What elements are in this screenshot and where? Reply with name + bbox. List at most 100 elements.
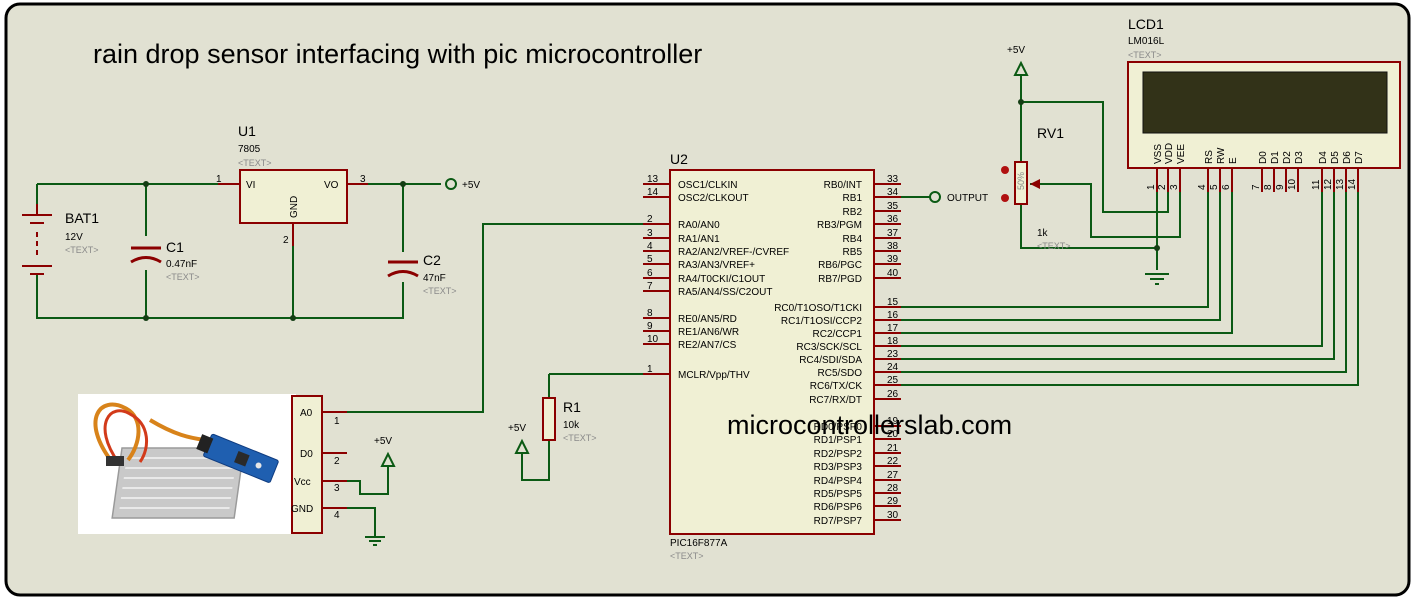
rv1-value: 1k [1037,228,1049,239]
u2-pin-number: 15 [887,297,899,308]
u2-pin-number: 14 [647,187,659,198]
u2-pin-number: 5 [647,254,653,265]
sensor-pin-num-2: 2 [334,456,340,467]
lcd-pin-number: 1 [1146,184,1157,190]
lcd-pin-number: 6 [1221,184,1232,190]
u2-pin-number: 30 [887,510,899,521]
pot-decrease-icon[interactable] [1001,166,1009,174]
u2-pin-name: MCLR/Vpp/THV [678,370,750,381]
u2-pin-name: RB3/PGM [817,220,862,231]
sensor-pin-num-4: 4 [334,510,340,521]
u2-pin-name: RE2/AN7/CS [678,340,737,351]
u2-pin-name: RA3/AN3/VREF+ [678,260,755,271]
u2-pin-number: 18 [887,336,899,347]
u2-pin-number: 25 [887,375,899,386]
u2-value: PIC16F877A [670,538,728,549]
u2-pin-number: 37 [887,228,899,239]
junction-dot [1154,245,1160,251]
lcd-pin-name: RS [1204,150,1215,164]
u2-pin-number: 39 [887,254,899,265]
u2-pin-name: RB6/PGC [818,260,862,271]
pot-increase-icon[interactable] [1001,194,1009,202]
ground-icon [1145,273,1169,285]
junction-dot [290,315,296,321]
u2-pin-name: RB7/PGD [818,274,862,285]
lcd-pin-number: 4 [1197,184,1208,190]
u2-pin-number: 35 [887,201,899,212]
c2-ref: C2 [423,252,441,268]
lcd-screen [1142,71,1388,134]
u2-pin-number: 40 [887,268,899,279]
power-terminal-sensor: +5V [374,436,396,467]
u2-text-placeholder: <TEXT> [670,551,704,561]
u2-pin-name: RA2/AN2/VREF-/CVREF [678,247,789,258]
lcd-pin-name: D0 [1258,151,1269,164]
lcd1-text-placeholder: <TEXT> [1128,50,1162,60]
u2-pin-number: 36 [887,214,899,225]
lcd-pin-name: D1 [1270,151,1281,164]
u2-pin-name: RA1/AN1 [678,234,720,245]
u2-pin-number: 6 [647,268,653,279]
sensor-pin-num-3: 3 [334,483,340,494]
u2-pin-name: RA4/T0CKI/C1OUT [678,274,765,285]
capacitor-c2: C2 47nF <TEXT> [387,252,457,296]
lcd-pin-name: D4 [1318,151,1329,164]
junction-layer [143,99,1160,321]
potentiometer-rv1: 50% RV1 1k <TEXT> [1001,125,1071,251]
watermark-text: microcontrollerslab.com [727,410,1012,440]
power-arrow-icon [1013,60,1029,76]
u2-pin-number: 22 [887,456,899,467]
lcd-pin-number: 9 [1275,184,1286,190]
u2-pin-number: 21 [887,443,899,454]
rv1-body-label: 50% [1016,172,1026,190]
lcd-pin-number: 10 [1287,178,1298,190]
u2-pin-number: 13 [647,174,659,185]
lcd-pin-name: D6 [1342,151,1353,164]
u2-pin-name: RC2/CCP1 [813,329,863,340]
u2-right-pins: 33RB0/INT34RB135RB236RB3/PGM37RB438RB539… [774,174,901,527]
c1-value: 0.47nF [166,259,197,270]
u2-pin-name: RB0/INT [824,180,862,191]
u1-pin-num-gnd: 2 [283,235,289,246]
lcd1-ref: LCD1 [1128,16,1164,32]
r1-ref: R1 [563,399,581,415]
power-label: +5V [508,423,526,434]
u2-pin-name: RD0/PSP0 [814,422,863,433]
lcd-pin-number: 14 [1347,178,1358,190]
rain-sensor-board-icon [196,433,279,483]
c1-text-placeholder: <TEXT> [166,272,200,282]
lcd-lm016l: LCD1 LM016L <TEXT> VSS1VDD2VEE3RS4RW5E6D… [1127,16,1401,192]
u2-pin-number: 34 [887,187,899,198]
u2-pin-number: 38 [887,241,899,252]
diagram-title: rain drop sensor interfacing with pic mi… [93,39,702,69]
lcd-pin-row: VSS1VDD2VEE3RS4RW5E6D07D18D29D310D411D51… [1146,143,1365,192]
u2-left-pins: 13OSC1/CLKIN14OSC2/CLKOUT2RA0/AN03RA1/AN… [643,174,789,381]
u2-pin-name: RE0/AN5/RD [678,314,737,325]
u2-pin-name: OSC1/CLKIN [678,180,737,191]
u2-pin-name: RD4/PSP4 [814,476,863,487]
sensor-pin-num-1: 1 [334,416,340,427]
u2-pin-number: 33 [887,174,899,185]
rain-sensor-plate-icon [111,447,245,519]
u2-pin-name: RC3/SCK/SCL [796,342,862,353]
lcd-pin-number: 5 [1209,184,1220,190]
sensor-pin-a0: A0 [300,408,313,419]
lcd-pin-number: 11 [1311,179,1322,190]
rv1-ref: RV1 [1037,125,1064,141]
microcontroller-u2: U2 PIC16F877A <TEXT> 13OSC1/CLKIN14OSC2/… [643,151,901,561]
u2-pin-number: 1 [647,364,653,375]
u1-pin-num-in: 1 [216,174,222,185]
junction-dot [1018,99,1024,105]
lcd-pin-name: D7 [1354,151,1365,164]
u2-pin-number: 3 [647,228,653,239]
lcd-pin-number: 13 [1335,178,1346,190]
battery-bat1: BAT1 12V <TEXT> [22,204,99,275]
rain-sensor-module: A0 D0 Vcc GND 1 2 3 4 [78,394,347,534]
u2-pin-number: 7 [647,281,653,292]
wiper-arrow-icon [1030,179,1040,189]
output-label: OUTPUT [947,193,988,204]
c2-value: 47nF [423,273,446,284]
resistor-r1: R1 10k <TEXT> [542,397,597,443]
u2-pin-number: 10 [647,334,659,345]
